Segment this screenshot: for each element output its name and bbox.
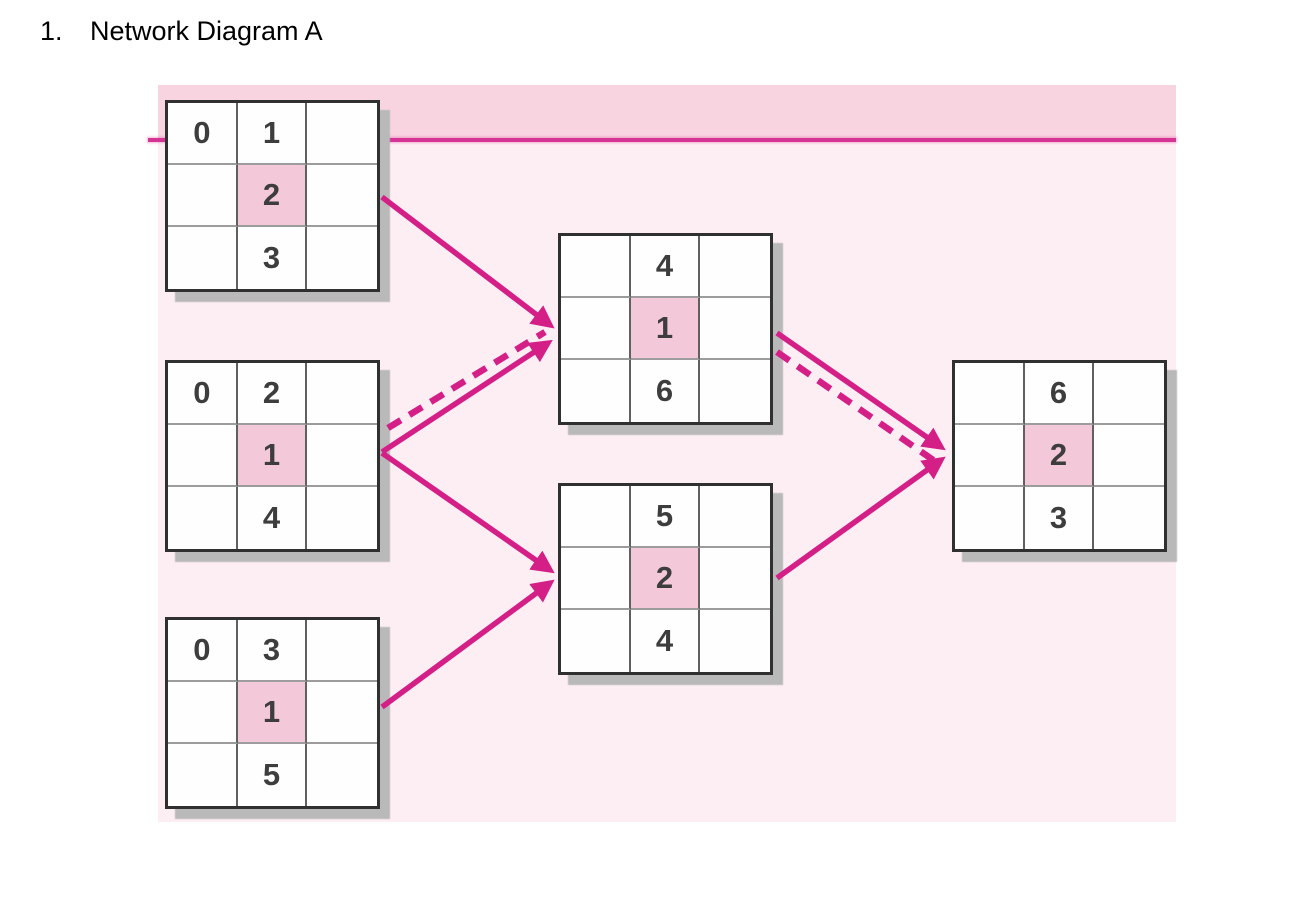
node-2-cell-r1c2: 2 bbox=[237, 363, 308, 425]
node-2-cell-r3c3 bbox=[307, 487, 377, 549]
diagram-board: 0 1 2 3 0 2 1 4 0 3 1 5 4 1 bbox=[148, 85, 1176, 822]
node-4-cell-r1c3 bbox=[700, 236, 770, 298]
node-5-cell-duration: 2 bbox=[630, 548, 701, 610]
page-title: 1. Network Diagram A bbox=[40, 16, 323, 47]
node-2-cell-r3c1 bbox=[168, 487, 238, 549]
node-6-cell-r3c1 bbox=[955, 487, 1025, 549]
node-6-cell-r1c2: 6 bbox=[1024, 363, 1095, 425]
node-box-4: 4 1 6 bbox=[558, 233, 773, 425]
node-4-cell-r3c2: 6 bbox=[631, 360, 701, 422]
node-3-cell-r1c3 bbox=[307, 620, 377, 682]
node-2-cell-r1c3 bbox=[307, 363, 377, 425]
node-box-1: 0 1 2 3 bbox=[165, 100, 380, 292]
node-6-cell-r3c2: 3 bbox=[1025, 487, 1095, 549]
node-6-cell-r2c3 bbox=[1094, 425, 1164, 487]
node-4-cell-r2c3 bbox=[700, 298, 770, 360]
node-6-cell-r1c1 bbox=[955, 363, 1025, 425]
node-5-cell-r2c1 bbox=[561, 548, 631, 610]
node-4-cell-r3c3 bbox=[700, 360, 770, 422]
node-4-cell-duration: 1 bbox=[630, 298, 701, 360]
node-1-cell-r2c1 bbox=[168, 165, 238, 227]
node-4-cell-r1c2: 4 bbox=[630, 236, 701, 298]
node-2-cell-r3c2: 4 bbox=[238, 487, 308, 549]
node-3-cell-r3c1 bbox=[168, 744, 238, 806]
node-4-cell-r1c1 bbox=[561, 236, 631, 298]
node-2-cell-r1c1: 0 bbox=[168, 363, 238, 425]
node-1-cell-r3c1 bbox=[168, 227, 238, 289]
node-6-cell-r1c3 bbox=[1094, 363, 1164, 425]
node-5-cell-r2c3 bbox=[700, 548, 770, 610]
node-5-cell-r3c3 bbox=[700, 610, 770, 672]
node-3-cell-r1c2: 3 bbox=[237, 620, 308, 682]
node-3-cell-r1c1: 0 bbox=[168, 620, 238, 682]
node-3-cell-r2c1 bbox=[168, 682, 238, 744]
node-5-cell-r1c1 bbox=[561, 486, 631, 548]
node-2-cell-r2c1 bbox=[168, 425, 238, 487]
node-3-cell-duration: 1 bbox=[237, 682, 308, 744]
title-text: Network Diagram A bbox=[90, 16, 323, 46]
node-2-cell-duration: 1 bbox=[237, 425, 308, 487]
node-1-cell-r1c3 bbox=[307, 103, 377, 165]
node-3-cell-r3c2: 5 bbox=[238, 744, 308, 806]
node-box-3: 0 3 1 5 bbox=[165, 617, 380, 809]
node-1-cell-r3c2: 3 bbox=[238, 227, 308, 289]
node-4-cell-r3c1 bbox=[561, 360, 631, 422]
node-4-cell-r2c1 bbox=[561, 298, 631, 360]
node-1-cell-r3c3 bbox=[307, 227, 377, 289]
node-1-cell-duration: 2 bbox=[237, 165, 308, 227]
node-1-cell-r1c1: 0 bbox=[168, 103, 238, 165]
node-box-2: 0 2 1 4 bbox=[165, 360, 380, 552]
node-5-cell-r1c2: 5 bbox=[630, 486, 701, 548]
node-5-cell-r3c1 bbox=[561, 610, 631, 672]
node-6-cell-r2c1 bbox=[955, 425, 1025, 487]
node-3-cell-r2c3 bbox=[307, 682, 377, 744]
node-box-5: 5 2 4 bbox=[558, 483, 773, 675]
node-5-cell-r3c2: 4 bbox=[631, 610, 701, 672]
node-6-cell-r3c3 bbox=[1094, 487, 1164, 549]
title-number: 1. bbox=[40, 16, 63, 46]
node-3-cell-r3c3 bbox=[307, 744, 377, 806]
timeline-line bbox=[148, 138, 1176, 142]
node-box-6: 6 2 3 bbox=[952, 360, 1167, 552]
node-2-cell-r2c3 bbox=[307, 425, 377, 487]
node-6-cell-duration: 2 bbox=[1024, 425, 1095, 487]
node-1-cell-r2c3 bbox=[307, 165, 377, 227]
node-5-cell-r1c3 bbox=[700, 486, 770, 548]
node-1-cell-r1c2: 1 bbox=[237, 103, 308, 165]
